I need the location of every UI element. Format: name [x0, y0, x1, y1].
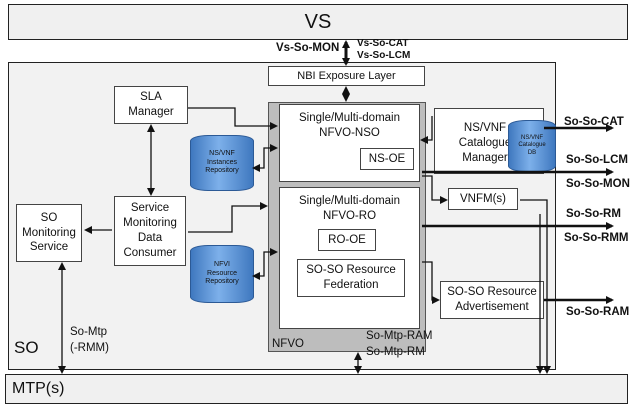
vnfm: VNFM(s) [448, 188, 518, 210]
smdc-nfvo-link [188, 202, 268, 233]
inst-repo-link [252, 144, 278, 172]
nbi-exposure-layer: NBI Exposure Layer [268, 66, 425, 86]
mtp-label: MTP(s) [12, 380, 65, 397]
nfvi-repo-link [252, 248, 278, 280]
so-label: SO [14, 338, 39, 357]
vs-so-lcm-label: Vs-So-LCM [357, 50, 411, 61]
nso-vnfm-link [422, 175, 448, 204]
so-so-ram-label: So-So-RAM [566, 306, 630, 318]
nso-catalogue-link [420, 116, 433, 144]
so-so-cat-label: So-So-CAT [564, 116, 624, 128]
vs-label: VS [304, 10, 332, 33]
so-so-rm-label: So-So-RM [566, 208, 621, 220]
vs-layer: VS [8, 4, 628, 40]
so-mtp-rm-label: So-Mtp-RM [366, 346, 425, 358]
so-so-mon-label: So-So-MON [566, 178, 630, 190]
sla-nso-link [188, 107, 278, 130]
ro-adv-link [422, 261, 440, 304]
ns-oe: NS-OE [360, 148, 414, 170]
so-mtp-rmm-label: (-RMM) [70, 342, 109, 354]
mtp-layer: MTP(s) [5, 374, 628, 404]
so-so-lcm-label: So-So-LCM [566, 154, 628, 166]
so-mtp-ram-label: So-Mtp-RAM [366, 330, 433, 342]
vs-so-cat-label: Vs-So-CAT [357, 38, 409, 49]
so-mtp-label: So-Mtp [70, 326, 108, 338]
nfvo-label: NFVO [272, 338, 304, 350]
vnfm-mtp-link [520, 199, 551, 374]
vs-so-mon-label: Vs-So-MON [276, 42, 340, 54]
ro-oe: RO-OE [318, 229, 376, 251]
so-so-rmm-label: So-So-RMM [564, 232, 629, 244]
